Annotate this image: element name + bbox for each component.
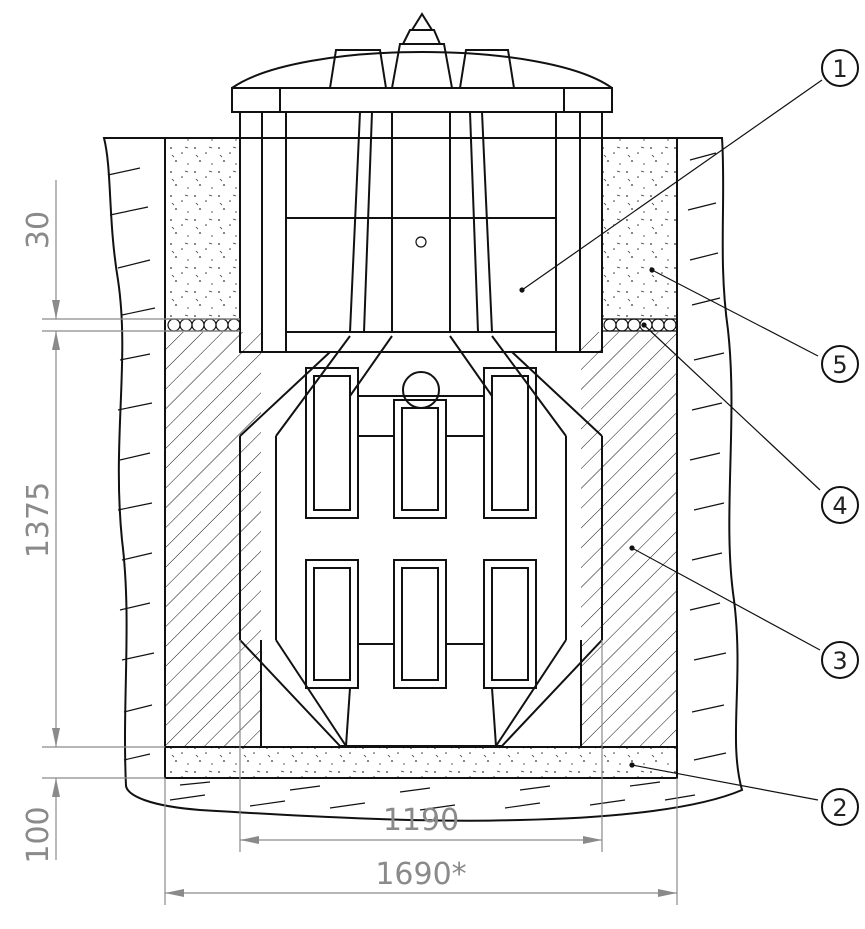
svg-text:3: 3 [832,647,847,675]
dimension-tank-width: 1190 [383,803,459,838]
dimension-top-fill: 30 [21,211,56,249]
gravel-layer [165,318,677,332]
excavation-pit [164,137,678,779]
sand-backfill-right [602,139,676,319]
callout-2: 2 [821,788,859,826]
vertical-dimensions [42,180,240,860]
dimension-base-thickness: 100 [21,806,56,863]
horizontal-dimensions [164,640,678,905]
svg-text:2: 2 [832,794,847,822]
cement-sand-fill-right [581,332,676,746]
svg-text:5: 5 [832,351,847,379]
callout-3: 3 [821,641,859,679]
septic-tank [231,12,613,747]
svg-text:4: 4 [832,492,847,520]
base-slab [165,746,677,777]
cement-sand-fill-left [166,332,261,746]
soil-ground [102,137,744,822]
sand-backfill-left [166,139,240,319]
dimension-tank-depth: 1375 [21,482,56,558]
svg-text:1: 1 [832,55,847,83]
tank-lower-ribs [305,559,537,747]
callout-5: 5 [821,345,859,383]
tank-upper-ribs [305,367,537,519]
callout-4: 4 [821,486,859,524]
callout-1: 1 [821,49,859,87]
callout-leaders [519,79,823,801]
dimension-pit-width: 1690* [375,857,466,892]
